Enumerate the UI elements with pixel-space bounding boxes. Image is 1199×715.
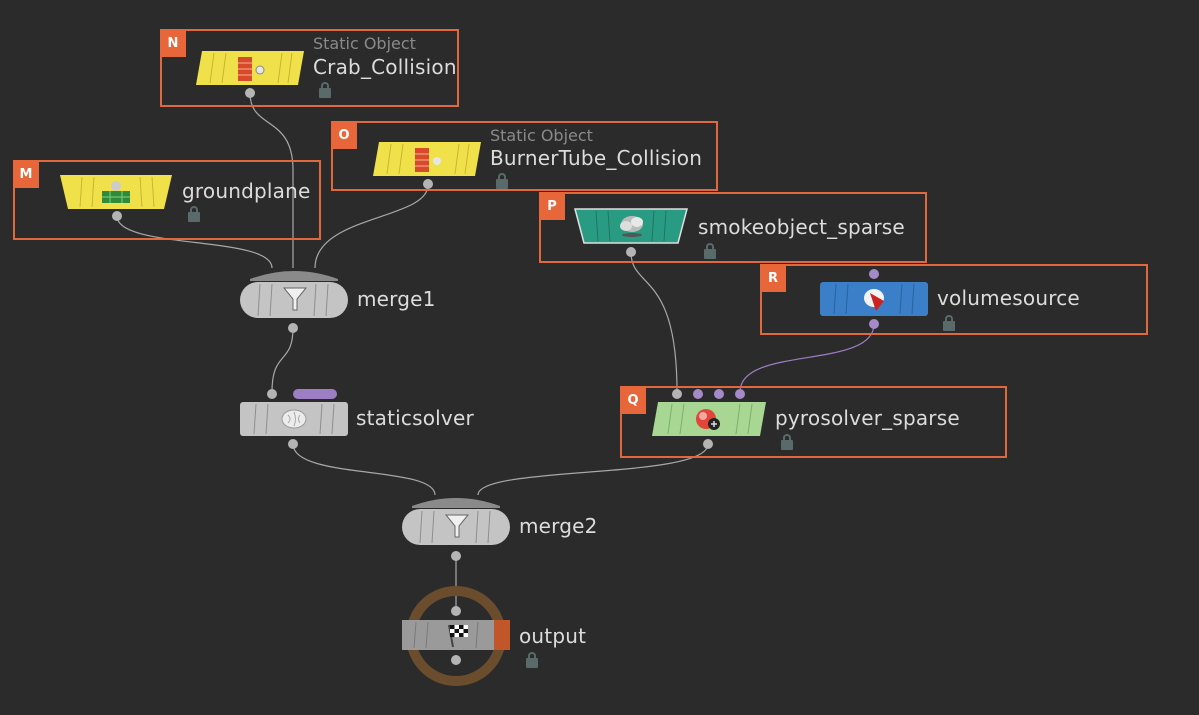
node-crab-collision[interactable] (196, 51, 304, 85)
network-box-crab-collision[interactable]: N (160, 29, 459, 107)
output-connector[interactable] (288, 323, 298, 333)
brain-icon (280, 406, 310, 436)
node-name-label[interactable]: merge2 (519, 514, 598, 538)
network-box-badge: O (331, 121, 357, 149)
input-connector[interactable] (735, 389, 745, 399)
node-pyrosolver-sparse[interactable] (652, 402, 766, 436)
node-name-label[interactable]: output (519, 624, 587, 648)
lock-icon (781, 434, 793, 450)
output-connector[interactable] (245, 88, 255, 98)
funnel-icon (444, 512, 470, 544)
input-connector[interactable] (714, 389, 724, 399)
wire-pyrosolver-to-merge2 (477, 443, 709, 496)
node-merge2[interactable] (402, 492, 510, 548)
ground-plane-icon (100, 179, 132, 209)
fire-solver-icon (694, 405, 724, 437)
lock-icon (496, 173, 508, 189)
node-volumesource[interactable] (820, 282, 928, 316)
node-name-label[interactable]: volumesource (937, 286, 1080, 310)
network-box-pyrosolver-sparse[interactable]: Q (620, 386, 1007, 458)
node-name-label[interactable]: staticsolver (356, 406, 474, 430)
node-merge1[interactable] (240, 265, 348, 321)
network-box-groundplane[interactable]: M (13, 160, 321, 240)
brick-wall-icon (415, 146, 445, 178)
node-name-label[interactable]: smokeobject_sparse (698, 215, 905, 239)
wire-smoke-to-pyrosolver (630, 251, 678, 393)
lock-icon (319, 82, 331, 98)
input-connector[interactable] (672, 389, 682, 399)
network-box-badge: M (13, 160, 39, 188)
node-name-label[interactable]: merge1 (357, 287, 436, 311)
node-name-label[interactable]: Crab_Collision (313, 55, 457, 79)
node-type-label: Static Object (313, 34, 416, 53)
wire-burnertube-to-merge1 (314, 184, 429, 269)
node-groundplane[interactable] (60, 175, 172, 209)
wire-staticsolver-to-merge2 (292, 443, 436, 496)
network-box-volumesource[interactable]: R (760, 264, 1148, 335)
node-smokeobject-sparse[interactable] (574, 208, 688, 244)
checkered-flag-icon (444, 621, 472, 653)
lock-icon (943, 315, 955, 331)
network-box-burnertube-collision[interactable]: O (331, 121, 718, 191)
node-type-label: Static Object (490, 126, 593, 145)
output-connector[interactable] (112, 211, 122, 221)
network-box-badge: N (160, 29, 186, 57)
input-connector[interactable] (451, 606, 461, 616)
lock-icon (704, 243, 716, 259)
node-name-label[interactable]: BurnerTube_Collision (490, 146, 703, 170)
node-output[interactable] (402, 583, 510, 689)
output-connector[interactable] (423, 179, 433, 189)
lock-icon (188, 206, 200, 222)
wire-crab-to-merge1 (249, 92, 294, 268)
cloud-icon (616, 212, 648, 242)
network-box-smokeobject-sparse[interactable]: P (539, 192, 927, 263)
output-connector[interactable] (288, 439, 298, 449)
input-connector[interactable] (267, 389, 277, 399)
lock-icon (526, 652, 538, 668)
input-connector[interactable] (869, 269, 879, 279)
wire-merge1-to-staticsolver (271, 327, 294, 393)
wire-volumesource-to-pyrosolver (739, 323, 875, 393)
output-connector[interactable] (451, 551, 461, 561)
network-box-badge: Q (620, 386, 646, 414)
solver-input-bar[interactable] (293, 389, 337, 399)
output-connector[interactable] (869, 319, 879, 329)
node-burnertube-collision[interactable] (373, 142, 481, 176)
node-name-label[interactable]: pyrosolver_sparse (775, 406, 960, 430)
output-connector[interactable] (703, 439, 713, 449)
wire-groundplane-to-merge1 (116, 215, 273, 269)
volume-source-icon (860, 285, 890, 317)
funnel-icon (282, 285, 308, 317)
brick-wall-icon (238, 55, 268, 87)
output-connector[interactable] (451, 655, 461, 665)
network-box-badge: P (539, 192, 565, 220)
input-connector[interactable] (693, 389, 703, 399)
node-name-label[interactable]: groundplane (182, 179, 311, 203)
node-staticsolver[interactable] (240, 402, 348, 436)
network-box-badge: R (760, 264, 786, 292)
output-connector[interactable] (626, 247, 636, 257)
